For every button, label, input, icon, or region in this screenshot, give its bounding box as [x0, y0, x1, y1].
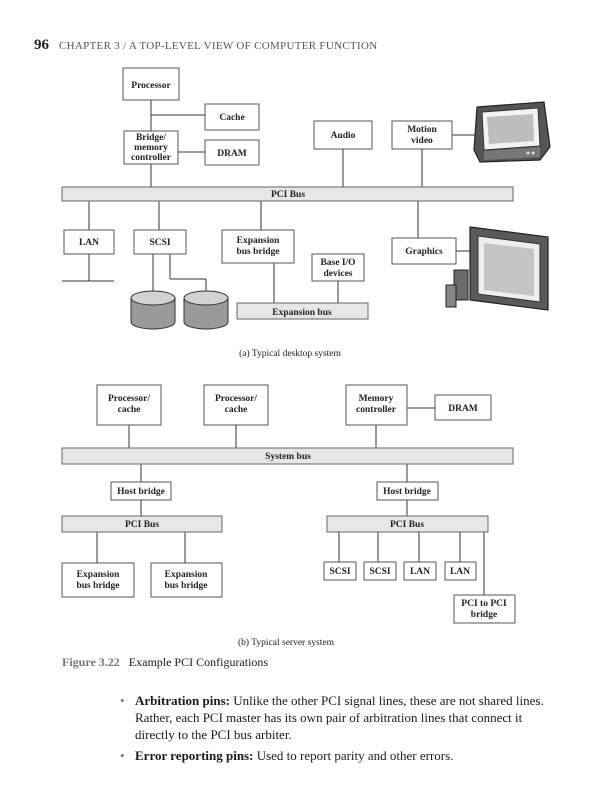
bridge-label-line-3: controller: [131, 153, 172, 163]
motion-video-line-1: Motion: [407, 125, 437, 135]
disk-drive-icon-1: [130, 290, 176, 330]
scsi-label-a: SCSI: [149, 238, 170, 248]
proc-cache-2-line-2: cache: [225, 405, 248, 415]
bullet-item-arbitration: • Arbitration pins: Unlike the other PCI…: [120, 692, 560, 743]
expansion-bus-label: Expansion bus: [272, 308, 332, 318]
processor-box: [122, 67, 180, 101]
expansion-bridge-a-line-1: Expansion: [237, 236, 280, 246]
exp-bridge-b2-line-1: Expansion: [165, 570, 208, 580]
processor-label: Processor: [131, 81, 171, 91]
exp-bridge-b1-line-1: Expansion: [77, 570, 120, 580]
audio-label: Audio: [331, 131, 356, 141]
pci-bus-a-label: PCI Bus: [271, 190, 305, 200]
expansion-bus-bridge-box-a: [221, 229, 295, 264]
processor-cache-box-2: [203, 384, 269, 426]
host-bridge-box-1: [110, 481, 172, 501]
scsi-box-b1: [323, 561, 357, 581]
dram-label-a: DRAM: [217, 149, 247, 159]
lan-box-b1: [403, 561, 437, 581]
disk-drive-icon-2: [183, 290, 229, 330]
graphics-box: [391, 237, 457, 265]
system-bus: [61, 447, 514, 465]
pci-configurations-diagram: Processor Cache Bridge/ memory controlle…: [61, 67, 551, 648]
bridge-memory-controller-box: [123, 130, 179, 165]
lan-box-a: [63, 229, 115, 255]
pci-to-pci-bridge-box: [453, 594, 516, 624]
bullet-icon: •: [120, 693, 125, 708]
lan-b2-label: LAN: [450, 567, 470, 577]
bridge-label-line-2: memory: [134, 143, 168, 153]
server-system-diagram: Processor/ cache Processor/ cache Memory…: [61, 384, 516, 648]
base-io-line-2: devices: [323, 269, 352, 279]
host-bridge-1-label: Host bridge: [117, 487, 165, 497]
pci-bus-b-1: [61, 515, 223, 533]
exp-bridge-b2-line-2: bus bridge: [164, 581, 207, 591]
caption-a: (a) Typical desktop system: [239, 348, 341, 359]
processor-cache-box-1: [96, 384, 162, 426]
base-io-devices-box: [311, 253, 365, 282]
figure-caption: Figure 3.22 Example PCI Configurations: [62, 655, 268, 670]
cache-box: [204, 103, 260, 131]
dram-label-b: DRAM: [448, 404, 478, 414]
tv-monitor-icon: [473, 101, 551, 163]
audio-box: [313, 120, 373, 150]
monitor-icon: [445, 226, 549, 311]
system-bus-label: System bus: [265, 452, 311, 462]
expansion-bus: [236, 302, 369, 320]
figure-title: Example PCI Configurations: [128, 655, 269, 669]
page-number: 96: [34, 37, 49, 53]
lan-b1-label: LAN: [410, 567, 430, 577]
host-bridge-2-label: Host bridge: [383, 487, 431, 497]
expansion-bus-bridge-box-b1: [61, 562, 135, 598]
pci-to-pci-line-2: bridge: [471, 610, 497, 620]
bridge-label-line-1: Bridge/: [136, 133, 166, 143]
bullet-icon: •: [120, 748, 125, 763]
base-io-line-1: Base I/O: [320, 258, 355, 268]
scsi-box-a: [133, 229, 187, 255]
desktop-system-diagram: Processor Cache Bridge/ memory controlle…: [61, 67, 551, 359]
bullet-list: • Arbitration pins: Unlike the other PCI…: [120, 692, 560, 768]
proc-cache-1-line-1: Processor/: [108, 394, 150, 404]
mem-ctrl-line-2: controller: [356, 405, 397, 415]
exp-bridge-b1-line-2: bus bridge: [76, 581, 119, 591]
caption-b: (b) Typical server system: [238, 637, 335, 648]
expansion-bridge-a-line-2: bus bridge: [236, 247, 279, 257]
proc-cache-2-line-1: Processor/: [215, 394, 257, 404]
pci-bus-b-2-label: PCI Bus: [390, 520, 424, 530]
motion-video-box: [391, 120, 453, 150]
lan-label-a: LAN: [79, 238, 99, 248]
graphics-label: Graphics: [405, 247, 443, 257]
expansion-bus-bridge-box-b2: [150, 562, 223, 598]
mem-ctrl-line-1: Memory: [359, 394, 394, 404]
bullet-item-error-reporting: • Error reporting pins: Used to report p…: [120, 747, 560, 764]
cache-label: Cache: [219, 113, 244, 123]
memory-controller-box: [345, 384, 408, 426]
motion-video-line-2: video: [411, 136, 433, 146]
pci-bus-b-1-label: PCI Bus: [125, 520, 159, 530]
page-header: 96 CHAPTER 3 / A TOP-LEVEL VIEW OF COMPU…: [34, 36, 377, 54]
proc-cache-1-line-2: cache: [118, 405, 141, 415]
scsi-b2-label: SCSI: [369, 567, 390, 577]
host-bridge-box-2: [376, 481, 439, 501]
lan-box-b2: [444, 561, 477, 581]
bullet-term: Arbitration pins:: [135, 693, 230, 708]
pci-to-pci-line-1: PCI to PCI: [461, 599, 507, 609]
bullet-text: Used to report parity and other errors.: [253, 748, 454, 763]
dram-box-b: [434, 394, 492, 421]
figure-number: Figure 3.22: [62, 655, 120, 669]
scsi-b1-label: SCSI: [329, 567, 350, 577]
dram-box-a: [204, 139, 260, 166]
scsi-box-b2: [363, 561, 397, 581]
bullet-text: Unlike the other PCI signal lines, these…: [135, 693, 544, 742]
pci-bus-b-2: [326, 515, 489, 533]
chapter-title: CHAPTER 3 / A TOP-LEVEL VIEW OF COMPUTER…: [59, 40, 378, 52]
pci-bus-a: [61, 186, 514, 202]
bullet-term: Error reporting pins:: [135, 748, 254, 763]
